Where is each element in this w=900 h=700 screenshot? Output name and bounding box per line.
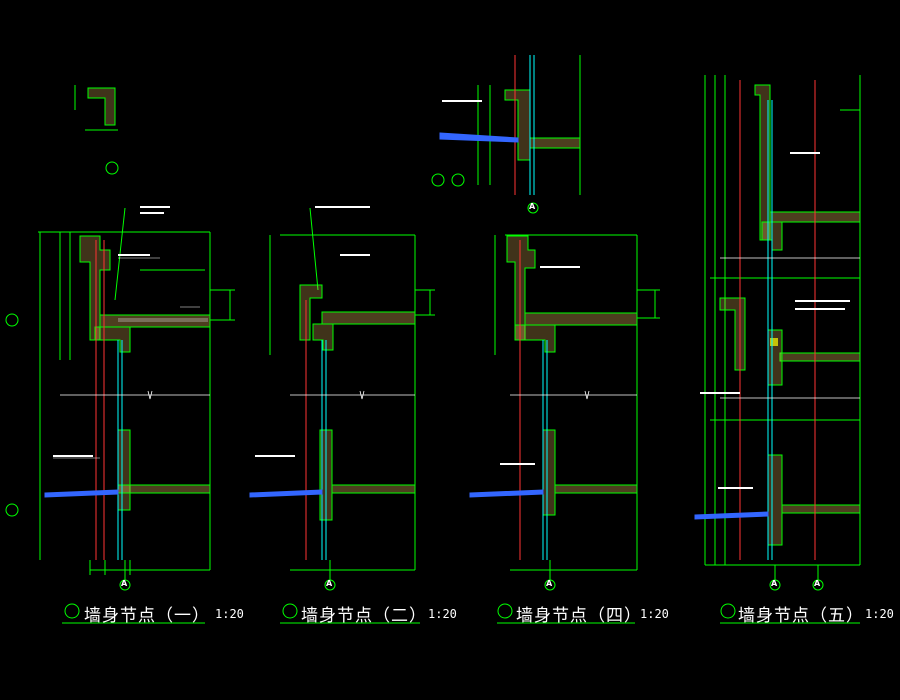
detail-scale-2: 1:20 xyxy=(428,607,457,621)
wall-detail-4 xyxy=(469,234,660,591)
detail-scale-3: 1:20 xyxy=(640,607,669,621)
axis-marker-2: A xyxy=(326,579,333,588)
side-marker-2 xyxy=(5,503,19,517)
side-marker-1 xyxy=(5,313,19,327)
detail-title-2: 墙身节点（二） xyxy=(301,606,427,626)
detail-scale-4: 1:20 xyxy=(865,607,894,621)
axis-marker-1: A xyxy=(121,579,128,588)
axis-marker-5: A xyxy=(814,579,821,588)
wall-detail-2 xyxy=(249,206,435,591)
detail-title-3: 墙身节点（四） xyxy=(516,606,642,626)
detail-scale-1: 1:20 xyxy=(215,607,244,621)
axis-marker-6: A xyxy=(529,202,536,211)
axis-marker-4: A xyxy=(771,579,778,588)
small-detail-top-left xyxy=(74,85,119,175)
small-detail-top-center xyxy=(431,55,581,214)
axis-marker-3: A xyxy=(546,579,553,588)
wall-detail-5 xyxy=(694,75,861,591)
detail-title-4: 墙身节点（五） xyxy=(738,606,864,626)
wall-detail-1 xyxy=(38,206,235,591)
detail-title-1: 墙身节点（一） xyxy=(84,606,210,626)
